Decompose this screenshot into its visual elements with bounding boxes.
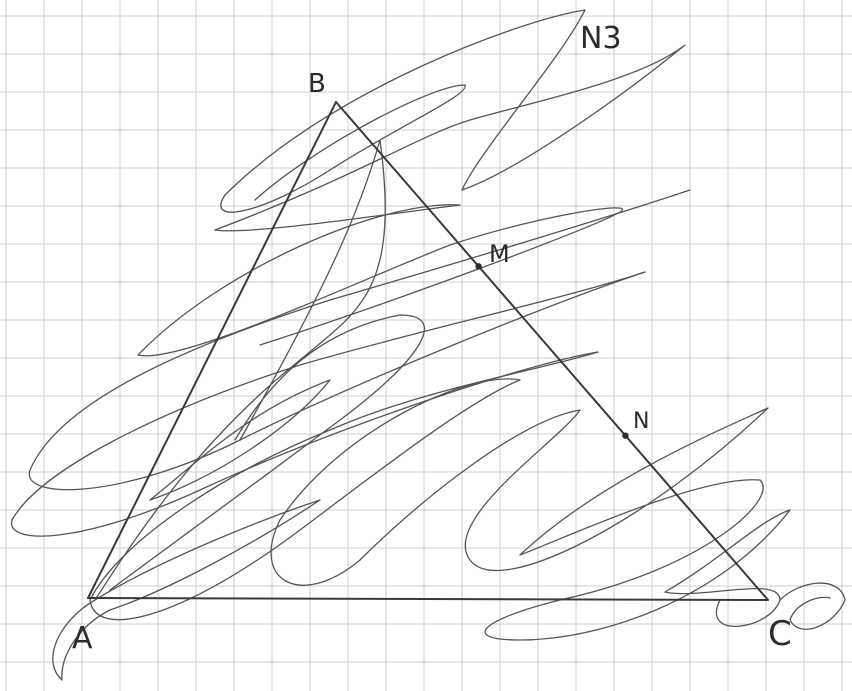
- point-n-dot: [622, 432, 629, 439]
- scribble-stroke: [779, 582, 846, 630]
- scribble-stroke: [52, 499, 321, 681]
- problem-number-label: N3: [580, 21, 622, 56]
- segment-ab: [87, 101, 337, 599]
- segment-ac: [87, 597, 769, 601]
- scribble-stroke: [220, 9, 586, 213]
- scribble-stroke: [89, 351, 599, 621]
- scribble-stroke: [94, 139, 386, 601]
- scribble-stroke: [214, 9, 686, 231]
- scribble-stroke: [137, 204, 624, 357]
- scribble-stroke: [10, 271, 646, 537]
- scribble-stroke: [28, 189, 691, 491]
- point-label-m: M: [489, 240, 510, 268]
- scribble-stroke: [484, 509, 791, 641]
- segment-bc: [335, 101, 769, 601]
- vertex-label-a: A: [72, 621, 93, 656]
- triangle: [87, 101, 769, 601]
- point-label-n: N: [633, 409, 649, 434]
- vertex-label-b: B: [308, 69, 326, 99]
- scribble-stroke: [359, 407, 769, 601]
- scribble-stroke: [109, 314, 426, 591]
- vertex-label-c: C: [768, 614, 792, 654]
- point-m-dot: [475, 263, 482, 270]
- scribble-stroke: [149, 379, 331, 501]
- scribble-strokes: [10, 9, 846, 681]
